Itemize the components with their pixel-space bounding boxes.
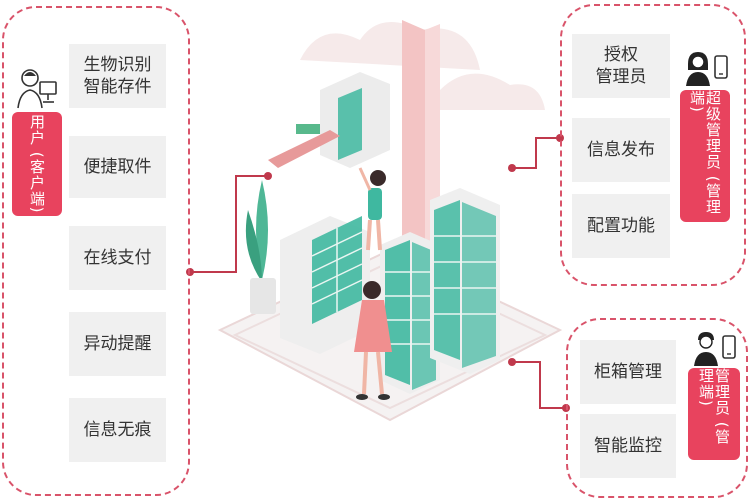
woman-with-phone-icon (686, 52, 728, 86)
admin-role-tag: 管理员 (管理端) (688, 368, 740, 460)
feature-anomaly-alert[interactable]: 异动提醒 (69, 312, 166, 376)
person-at-computer-icon (17, 69, 57, 109)
feature-smart-monitoring[interactable]: 智能监控 (580, 414, 676, 478)
feature-biometric-storage[interactable]: 生物识别 智能存件 (69, 44, 166, 108)
user-client-panel (2, 6, 190, 496)
feature-online-payment[interactable]: 在线支付 (69, 226, 166, 290)
feature-authorize-admin[interactable]: 授权 管理员 (572, 34, 670, 98)
super-admin-role-tag: 超级管理员 (管理端) (680, 90, 730, 222)
feature-traceless-info[interactable]: 信息无痕 (69, 398, 166, 462)
super-admin-panel (560, 4, 746, 286)
man-with-phone-icon (694, 332, 736, 366)
feature-config[interactable]: 配置功能 (572, 194, 670, 258)
admin-panel (566, 318, 748, 498)
feature-quick-pickup[interactable]: 便捷取件 (69, 136, 166, 198)
user-role-tag: 用户 (客户端) (12, 112, 62, 216)
feature-locker-management[interactable]: 柜箱管理 (580, 340, 676, 404)
feature-info-publish[interactable]: 信息发布 (572, 118, 670, 182)
